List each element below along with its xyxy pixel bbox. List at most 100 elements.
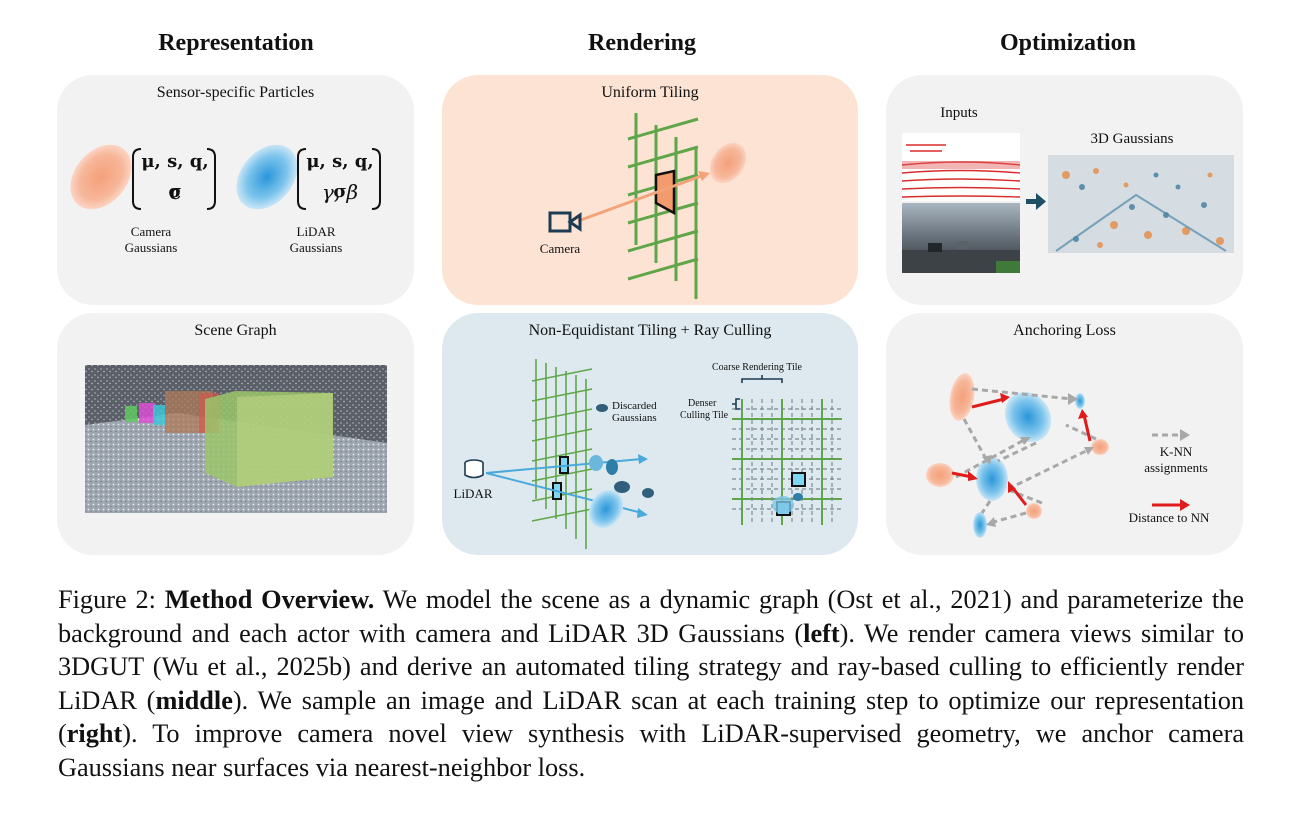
camera-ray xyxy=(577,173,705,223)
knn-arrows xyxy=(955,387,1097,525)
gaussian-small-3 xyxy=(614,481,630,493)
discarded-gaussian-icon xyxy=(596,404,608,412)
lidar-gaussians-label-2: Gaussians xyxy=(289,240,343,255)
camera-bracket-right xyxy=(206,148,216,210)
column-title-optimization: Optimization xyxy=(1000,30,1136,56)
column-title-representation: Representation xyxy=(158,30,314,56)
legend-distance-arrowhead xyxy=(1180,499,1190,511)
caption-middle: middle xyxy=(155,685,233,715)
camera-bracket-left xyxy=(132,148,142,210)
gaussian-large xyxy=(588,489,624,529)
caption-left: left xyxy=(803,618,840,648)
gaussian-small-4 xyxy=(642,488,654,498)
lidar-bracket-left xyxy=(297,148,307,210)
street-car-2 xyxy=(956,241,968,249)
lidar-param-line1: μ, s, q, σ xyxy=(306,151,374,202)
denser-label-1: Denser xyxy=(688,398,717,409)
lidar-scan-band xyxy=(902,161,1020,169)
anchor-blue-4 xyxy=(973,512,987,538)
gaussian-small-2 xyxy=(606,459,618,475)
lidar-label: LiDAR xyxy=(453,486,493,501)
panel-uniform-tiling: Uniform Tiling Camera xyxy=(442,75,858,305)
caption-part1: We model the scene as a dynamic graph (O… xyxy=(58,585,1244,648)
caption-part3: ). We sample an image and LiDAR scan at … xyxy=(58,685,1244,749)
panel-anchoring-loss: Anchoring Loss xyxy=(886,313,1243,555)
panel-title-scene-graph: Scene Graph xyxy=(194,322,277,339)
panel-title-particles: Sensor-specific Particles xyxy=(156,84,315,101)
distance-label: Distance to NN xyxy=(1128,510,1210,525)
caption-part4: ). To improve camera novel view synthesi… xyxy=(58,719,1244,782)
denser-label-2: Culling Tile xyxy=(680,410,729,421)
column-title-rendering: Rendering xyxy=(588,30,696,56)
coarse-tile-label: Coarse Rendering Tile xyxy=(712,362,802,373)
panel-non-equidistant-tiling: Non-Equidistant Tiling + Ray Culling xyxy=(442,313,858,555)
gaussian-small-1 xyxy=(589,455,603,471)
lidar-icon xyxy=(464,459,484,479)
actor-box-magenta xyxy=(139,403,155,423)
anchor-blue-2 xyxy=(976,457,1008,501)
dense-tile-highlight-1 xyxy=(791,472,806,487)
caption-bold-title: Method Overview. xyxy=(164,585,375,614)
scene-graph-pointcloud xyxy=(85,365,387,513)
uniform-tiling-figure xyxy=(548,113,747,299)
camera-gaussians-label-2: Gaussians xyxy=(124,240,178,255)
nn-distance-arrowheads xyxy=(968,393,1088,493)
lidar-gaussians-label-1: LiDAR xyxy=(296,224,336,239)
anchor-blue-3 xyxy=(1075,393,1085,409)
street-grass xyxy=(996,261,1020,273)
discarded-label-1: Discarded xyxy=(612,400,657,412)
optimization-inputs-figure xyxy=(901,133,1234,273)
lidar-ray-arrowhead-2 xyxy=(637,508,648,518)
figure-caption: Figure 2: Method Overview. We model the … xyxy=(58,583,1244,784)
discarded-label-2: Gaussians xyxy=(612,412,657,424)
panel-title-anchoring: Anchoring Loss xyxy=(1013,322,1116,339)
camera-gaussian-ellipse xyxy=(70,144,132,210)
street-road xyxy=(902,250,1020,273)
caption-part2: ). We render camera views similar to 3DG… xyxy=(58,618,1244,715)
target-gaussian xyxy=(709,142,747,184)
camera-label: Camera xyxy=(539,241,581,256)
actor-box-green-small xyxy=(125,406,137,422)
knn-label-1: K-NN xyxy=(1159,444,1193,459)
gaussian-cloud-points xyxy=(1062,168,1224,248)
legend-knn-arrowhead xyxy=(1180,429,1190,441)
inputs-label: Inputs xyxy=(940,105,978,121)
caption-right: right xyxy=(66,719,123,748)
street-car-1 xyxy=(928,243,942,252)
dense-tile-brace xyxy=(732,398,740,410)
coarse-tile-brace xyxy=(741,375,783,383)
flow-arrow-head xyxy=(1036,193,1046,210)
anchor-orange-3 xyxy=(1091,439,1109,455)
particles-figure xyxy=(70,144,381,210)
actor-box-cyan xyxy=(153,405,165,425)
camera-icon xyxy=(548,211,582,233)
caption-fig-label: Figure 2: xyxy=(58,585,156,614)
non-equidistant-figure xyxy=(464,359,842,549)
lidar-bracket-right xyxy=(371,148,381,210)
dense-gaussian-1 xyxy=(772,496,794,514)
nn-distance-arrows xyxy=(951,397,1092,506)
panel-optimization-inputs: Inputs 3D Gaussians xyxy=(886,75,1243,305)
camera-param-line1: μ, s, q, σ xyxy=(141,151,209,202)
knn-label-2: assignments xyxy=(1144,460,1208,475)
camera-gaussians-label-1: Camera xyxy=(130,224,172,239)
anchoring-figure xyxy=(926,373,1190,538)
camera-ray-arrowhead xyxy=(698,171,710,181)
anchor-orange-2 xyxy=(926,463,954,487)
anchor-orange-4 xyxy=(1026,503,1042,519)
lidar-gaussian-ellipse xyxy=(236,144,298,210)
camera-param-line2: c xyxy=(168,180,182,204)
anchor-blue-1 xyxy=(1004,391,1052,443)
dense-gaussian-2 xyxy=(793,493,803,501)
panel-scene-graph: Scene Graph xyxy=(57,313,414,555)
panel-title-uniform-tiling: Uniform Tiling xyxy=(601,84,699,101)
knn-arrowheads xyxy=(982,393,1094,527)
dense-culling-grid xyxy=(732,399,842,525)
lidar-ray-arrowhead-1 xyxy=(638,454,648,464)
anchor-orange-1 xyxy=(949,373,975,421)
gaussian-cloud-rails xyxy=(1055,193,1227,252)
actor-box-green-large-front xyxy=(237,393,333,487)
perspective-grid xyxy=(531,359,593,549)
panel-title-non-equidistant: Non-Equidistant Tiling + Ray Culling xyxy=(528,322,772,339)
flow-arrow-shaft xyxy=(1026,199,1036,204)
